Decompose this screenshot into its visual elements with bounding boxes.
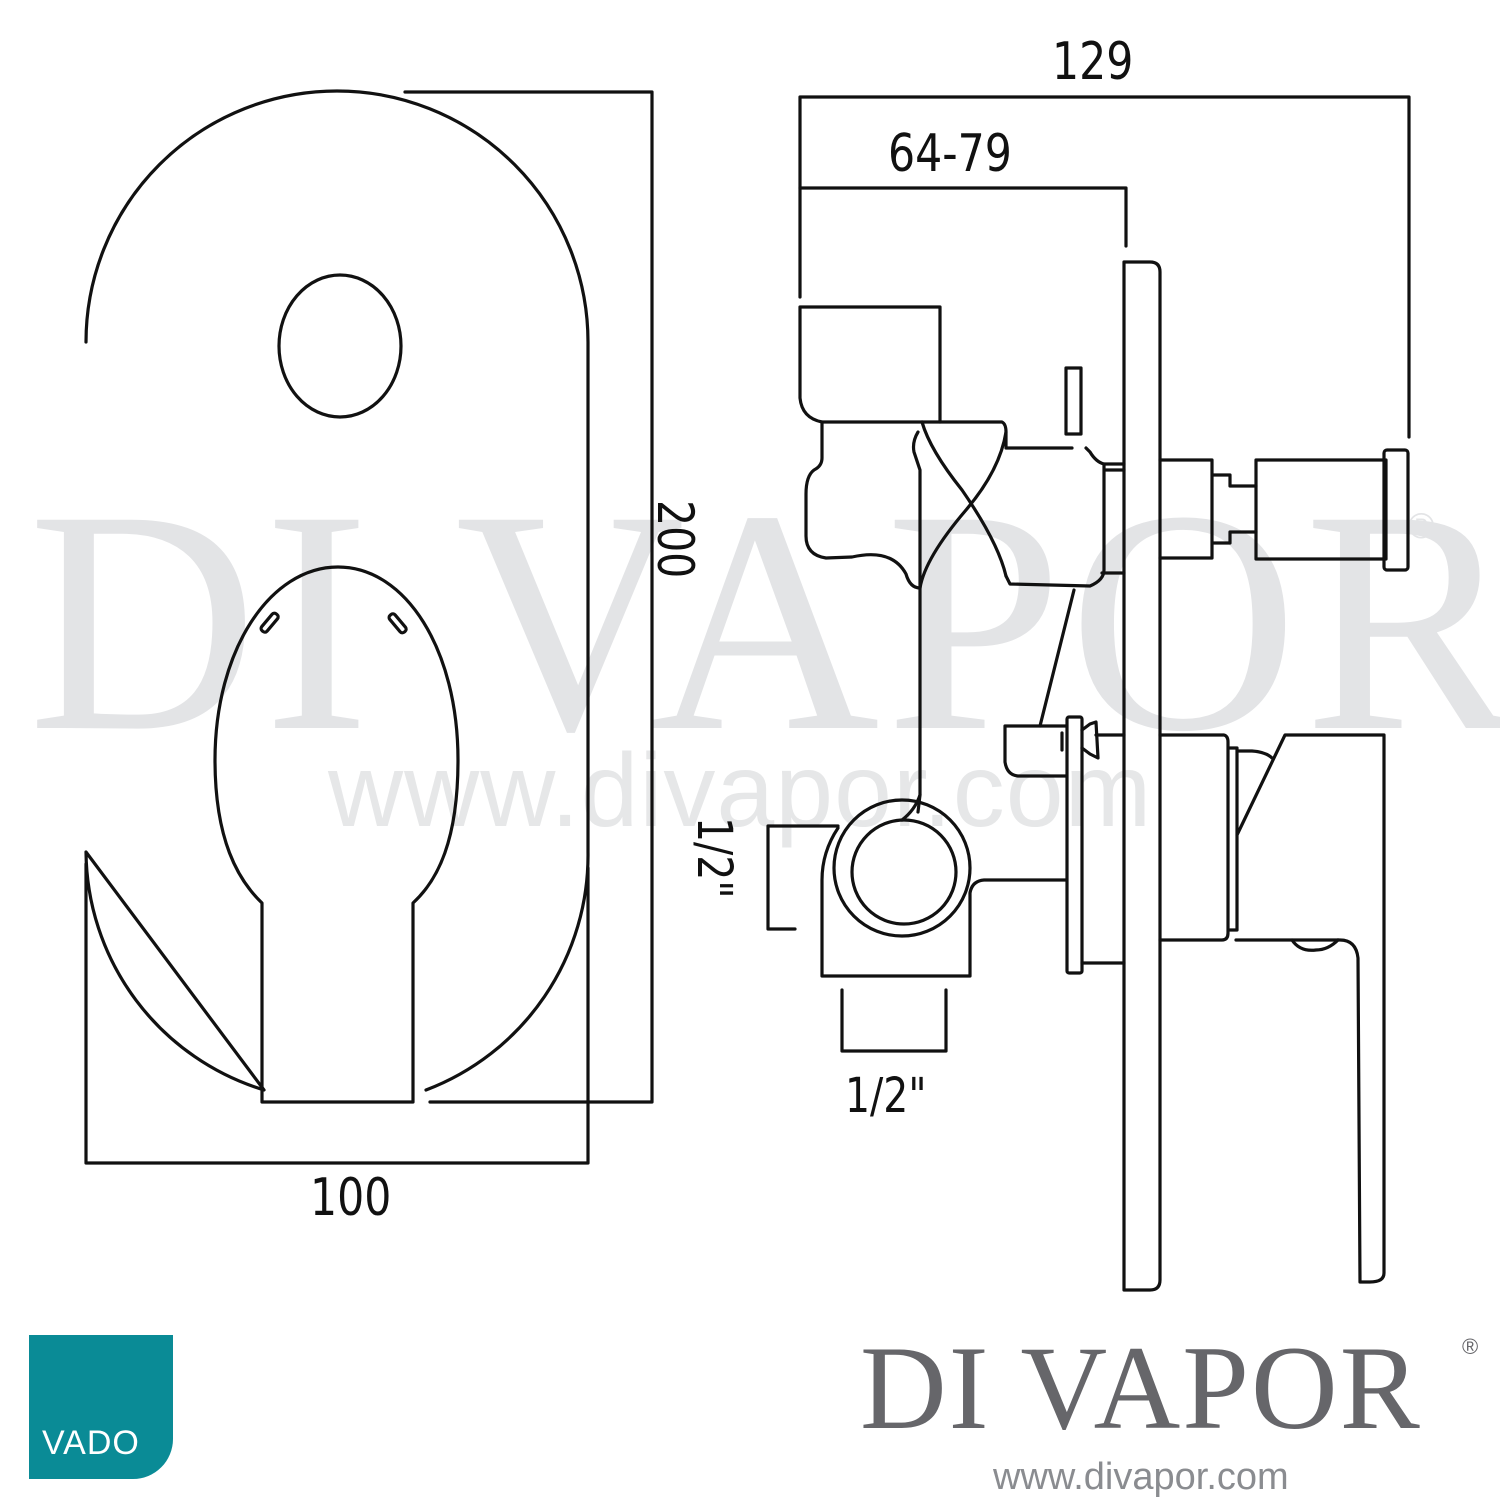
vado-logo: VADO: [29, 1335, 173, 1479]
divapor-logo-name: DI VAPOR: [860, 1321, 1422, 1454]
diverter-button: [277, 273, 403, 419]
diverter-knob-base: [1158, 458, 1258, 560]
dimension-label-bottom-inlet: 1/2": [845, 1068, 927, 1124]
divapor-website-link[interactable]: www.divapor.com: [993, 1456, 1289, 1498]
spindle-plate: [1065, 715, 1084, 975]
dimension-label-height: 200: [646, 500, 704, 579]
diverter-knob-cap: [1382, 448, 1410, 572]
lever-underside-curve: [1290, 938, 1340, 952]
side-inlet-dimension: [766, 824, 840, 931]
hot-indicator-mark: [387, 612, 408, 635]
elbow-fitting: [820, 793, 1068, 978]
height-dimension-line: [403, 90, 654, 1104]
upper-flange: [1064, 366, 1083, 436]
depth-dimension-line-129: [798, 95, 1411, 439]
lever-handle: [213, 565, 460, 1104]
front-view: [84, 89, 654, 1165]
lever-shoulder: [1228, 733, 1386, 1284]
divapor-logo: DI VAPOR ® www.divapor.com: [860, 1321, 1478, 1499]
vado-logo-text: VADO: [42, 1424, 140, 1462]
cold-indicator-mark: [259, 611, 280, 634]
depth-dimension-line-64-79: [798, 186, 1128, 248]
valve-body-mid-block: [1003, 724, 1068, 778]
cartridge-cross: [918, 420, 1008, 590]
dimension-label-width: 100: [310, 1168, 392, 1228]
bottom-inlet-dimension: [840, 988, 948, 1053]
cover-plate-outline: [84, 89, 590, 1092]
diagonal-brace: [1038, 588, 1076, 728]
wall-plate: [1122, 260, 1162, 1292]
valve-body-right: [1004, 462, 1126, 588]
elbow-outer-ring: [832, 798, 972, 938]
width-dimension-line: [84, 862, 590, 1165]
diverter-knob-body: [1254, 458, 1388, 561]
divapor-registered-mark: ®: [1462, 1334, 1479, 1359]
elbow-inner-ring: [850, 818, 958, 926]
watermark-registered-mark: ®: [1408, 505, 1435, 546]
valve-body-upper: [804, 420, 1126, 590]
dimension-label-wall-depth: 64-79: [888, 124, 1012, 184]
watermark-url: www.divapor.com: [328, 733, 1153, 849]
side-view: [766, 95, 1411, 1292]
dimension-label-side-inlet: 1/2": [686, 817, 742, 899]
dimension-label-total-depth: 129: [1052, 32, 1134, 92]
lever-body-block: [1158, 733, 1230, 942]
spindle-screw: [1060, 720, 1126, 760]
valve-body-spine: [900, 430, 922, 822]
valve-body-top-block: [798, 305, 942, 424]
